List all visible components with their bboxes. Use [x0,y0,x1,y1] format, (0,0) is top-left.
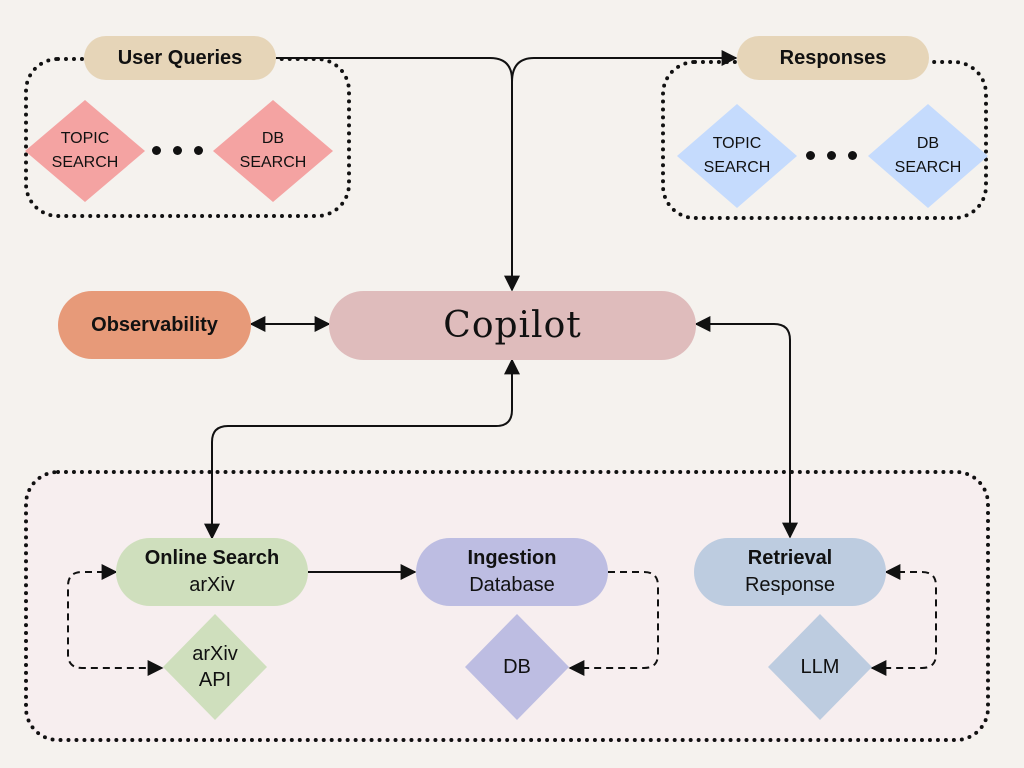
query-ellipsis [152,146,203,155]
copilot-node: Copilot [329,291,696,360]
query-topic-search-line2: SEARCH [51,154,119,171]
observability-label: Observability [91,314,218,336]
arxiv-api-diamond: arXiv API [163,614,267,720]
edge-copilot-to-responses [511,50,738,83]
online-search-node: Online Search arXiv [116,538,308,606]
response-ellipsis [806,151,857,160]
ingestion-title: Ingestion [467,547,557,569]
responses-node: Responses [737,36,929,80]
query-topic-search-diamond: TOPIC SEARCH [25,100,145,202]
retrieval-title: Retrieval [747,547,833,569]
ingestion-subtitle: Database [469,574,555,596]
user-queries-label: User Queries [117,47,243,69]
online-search-title: Online Search [144,547,280,569]
llm-diamond: LLM [768,614,872,720]
response-db-search-line2: SEARCH [894,159,962,176]
ingestion-node: Ingestion Database [416,538,608,606]
query-db-search-diamond: DB SEARCH [213,100,333,202]
query-db-search-line1: DB [261,130,285,147]
db-label: DB [503,656,531,678]
responses-label: Responses [779,47,887,69]
query-db-search-line2: SEARCH [239,154,307,171]
response-db-search-diamond: DB SEARCH [868,104,988,208]
response-topic-search-line2: SEARCH [703,159,771,176]
user-queries-node: User Queries [84,36,276,80]
edge-copilot-retrieval [694,316,798,539]
arxiv-api-line2: API [198,669,232,691]
retrieval-subtitle: Response [744,574,836,596]
edge-retrieval-llm-loop [870,564,937,676]
response-db-search-line1: DB [916,135,940,152]
arxiv-api-line1: arXiv [192,643,238,665]
retrieval-node: Retrieval Response [694,538,886,606]
edge-arxiv-loop [67,564,164,676]
query-topic-search-line1: TOPIC [60,130,110,147]
observability-node: Observability [58,291,251,359]
copilot-label: Copilot [443,305,582,346]
response-topic-search-line1: TOPIC [712,135,762,152]
edge-copilot-online-search [204,358,520,540]
response-topic-search-diamond: TOPIC SEARCH [677,104,797,208]
llm-label: LLM [800,656,840,678]
db-diamond: DB [465,614,569,720]
edge-ingestion-db-loop [568,571,659,676]
online-search-subtitle: arXiv [189,574,235,596]
